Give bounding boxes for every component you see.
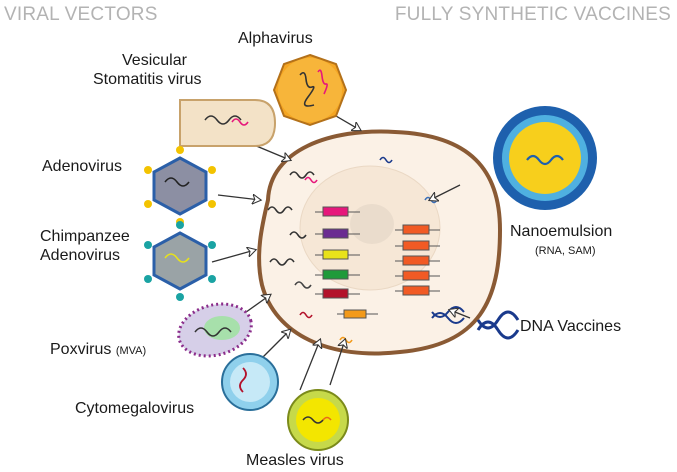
nanoemulsion-icon xyxy=(493,106,597,210)
label-cmv: Cytomegalovirus xyxy=(75,400,195,417)
label-chimp-line2: Adenovirus xyxy=(40,247,121,264)
label-alphavirus: Alphavirus xyxy=(238,30,313,47)
host-cell xyxy=(257,129,503,356)
alphavirus-icon xyxy=(272,53,348,127)
nucleolus xyxy=(350,204,394,244)
label-nanoemulsion-note: (RNA, SAM) xyxy=(535,245,596,257)
vsv-icon xyxy=(179,99,277,147)
label-poxvirus-note: (MVA) xyxy=(115,345,147,357)
protein-bars xyxy=(315,206,378,319)
label-nanoemulsion: Nanoemulsion xyxy=(510,223,613,240)
label-vsv-line1: Vesicular xyxy=(122,52,187,69)
label-chimp-line1: Chimpanzee xyxy=(40,228,130,245)
protein-bars-synthetic xyxy=(395,224,440,296)
label-vsv-line2: Stomatitis virus xyxy=(93,71,202,88)
header-viral-vectors: VIRAL VECTORS xyxy=(4,4,158,25)
label-adenovirus: Adenovirus xyxy=(42,158,123,175)
dna-vaccine-icon xyxy=(476,310,520,340)
cmv-icon xyxy=(221,353,279,411)
label-poxvirus: Poxvirus xyxy=(50,341,112,358)
header-synthetic-vaccines: FULLY SYNTHETIC VACCINES xyxy=(394,4,671,25)
poxvirus-icon xyxy=(177,302,253,358)
label-dna-vaccines: DNA Vaccines xyxy=(520,318,622,335)
measles-icon xyxy=(287,389,349,451)
chimp-adenovirus-icon xyxy=(144,221,216,301)
label-measles: Measles virus xyxy=(246,452,344,469)
adenovirus-icon xyxy=(144,146,216,226)
